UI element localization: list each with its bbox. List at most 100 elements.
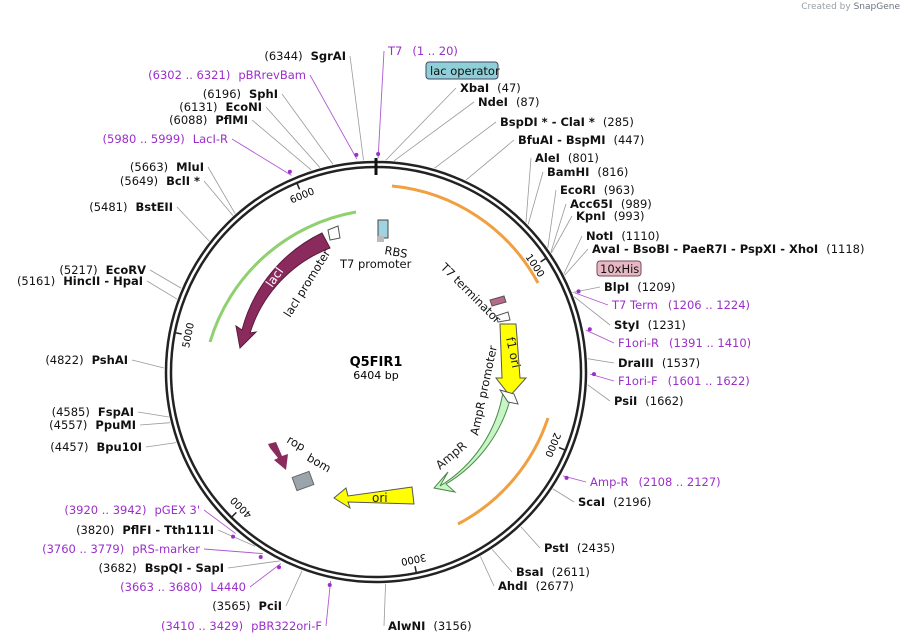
site-label: (4585)FspAI [52,405,134,419]
site-name: AhdI [498,579,528,593]
site-position: (1209) [637,280,675,294]
primer-name: T7 Term [611,298,658,312]
t7-terminator-label: T7 terminator [437,260,504,327]
site-label: (3565) PciI [212,599,282,613]
primer-mark [231,534,236,539]
site-name: BamHI [547,165,589,179]
rbs-label: RBS [383,243,408,261]
primer-name: F1ori-F [618,374,658,388]
site-name: PshAI [92,353,128,367]
f1ori-label: f1 ori [503,336,523,370]
site-label: BamHI(816) [547,165,628,179]
site-name: PciI [259,599,282,613]
site-position: (6131) [179,100,217,114]
primer-name: pBR322ori-F [251,619,322,633]
orf-arc-3 [208,210,357,343]
site-leader [227,560,280,569]
site-name: Bpu10I [97,440,142,454]
site-leader [265,106,321,168]
primer-mark [376,152,381,157]
site-label: EcoRI(963) [560,183,635,197]
site-position: (87) [516,95,540,109]
primer-name: pBRrevBam [238,68,306,82]
site-leader [552,488,575,503]
tick-mark [540,256,548,263]
primer-label: (6302 .. 6321)pBRrevBam [148,68,306,82]
site-position: (2611) [552,565,590,579]
feature-t7-terminator[interactable]: T7 terminator [437,260,511,327]
feature-ori[interactable]: ori [333,486,415,510]
site-label: (5161)HincII - HpaI [17,274,143,288]
lac-operator-label: lac operator [430,64,500,78]
site-label: NotI(1110) [586,229,660,243]
site-position: (6196) [203,87,241,101]
site-label: PstI (2435) [544,541,615,555]
primer-mark [587,327,592,332]
site-name: AvaI - BsoBI - PaeR7I - PspXI - XhoI [592,242,818,256]
primer-leader [203,509,236,534]
primer-label: F1ori-F(1601 .. 1622) [618,374,750,388]
feature-f1ori[interactable]: f1 ori [494,323,528,397]
site-position: (2435) [577,541,615,555]
site-position: (5217) [59,263,97,277]
feature-bom[interactable]: bom [291,450,334,492]
site-label: BfuAI - BspMI(447) [518,133,644,147]
site-position: (1662) [645,394,683,408]
plasmid-size: 6404 bp [353,369,398,382]
site-label: AlwNI(3156) [388,619,472,633]
site-name: NdeI [478,95,508,109]
site-name: AleI [535,151,560,165]
site-leader [491,549,513,573]
primer-label: T7(1 .. 20) [387,44,458,58]
site-label: (6088)PflMI [169,113,248,127]
primer-label: Amp-R(2108 .. 2127) [590,475,721,489]
site-leader [527,171,544,225]
site-label: NdeI (87) [478,95,540,109]
site-name: PstI [544,541,569,555]
primer-range: (3663 .. 3680) [120,580,202,594]
site-name: EcoNI [226,100,262,114]
feature-10xhis[interactable]: 10xHis [596,260,642,277]
primer-labels: T7(1 .. 20)(6302 .. 6321)pBRrevBam(5980 … [42,44,751,633]
site-label: (6344)SgrAI [264,49,346,63]
site-label: StyI(1231) [614,318,686,332]
feature-rbs[interactable]: RBS [377,236,409,261]
feature-rop[interactable]: rop [268,432,308,470]
site-leader [587,358,615,364]
site-position: (3156) [433,619,471,633]
site-position: (47) [497,81,521,95]
feature-t7-promoter[interactable]: T7 promoter [339,219,412,271]
site-leader [547,189,557,248]
rop-arrow [268,442,288,470]
site-label: XbaI(47) [460,81,521,95]
primer-leader [309,74,358,160]
feature-laci[interactable]: lacI [235,232,331,350]
site-position: (3682) [99,561,137,575]
site-leader [285,570,303,607]
site-name: StyI [614,318,640,332]
t7-terminator-arrow [495,311,511,323]
site-name: HincII - HpaI [63,274,143,288]
site-name: PsiI [614,394,637,408]
bom-mark [291,470,315,492]
site-name: PflFI - Tth111I [122,523,214,537]
ori-arrow [333,486,415,510]
feature-lac-operator[interactable]: lac operator [425,61,500,80]
site-position: (801) [568,151,599,165]
site-position: (3565) [212,599,250,613]
tick-mark [558,446,567,452]
site-label: PsiI (1662) [614,394,684,408]
site-name: Acc65I [570,197,613,211]
site-leader [203,180,234,216]
site-name: EcoRV [106,263,146,277]
site-name: BlpI [604,280,629,294]
primer-mark [576,289,581,294]
orf-arc-2 [457,417,550,526]
primer-range: (2108 .. 2127) [639,475,721,489]
primer-range: (3920 .. 3942) [64,503,146,517]
site-name: NotI [586,229,613,243]
site-leader [207,166,236,214]
primer-leader [585,329,615,344]
primer-mark [354,152,359,157]
